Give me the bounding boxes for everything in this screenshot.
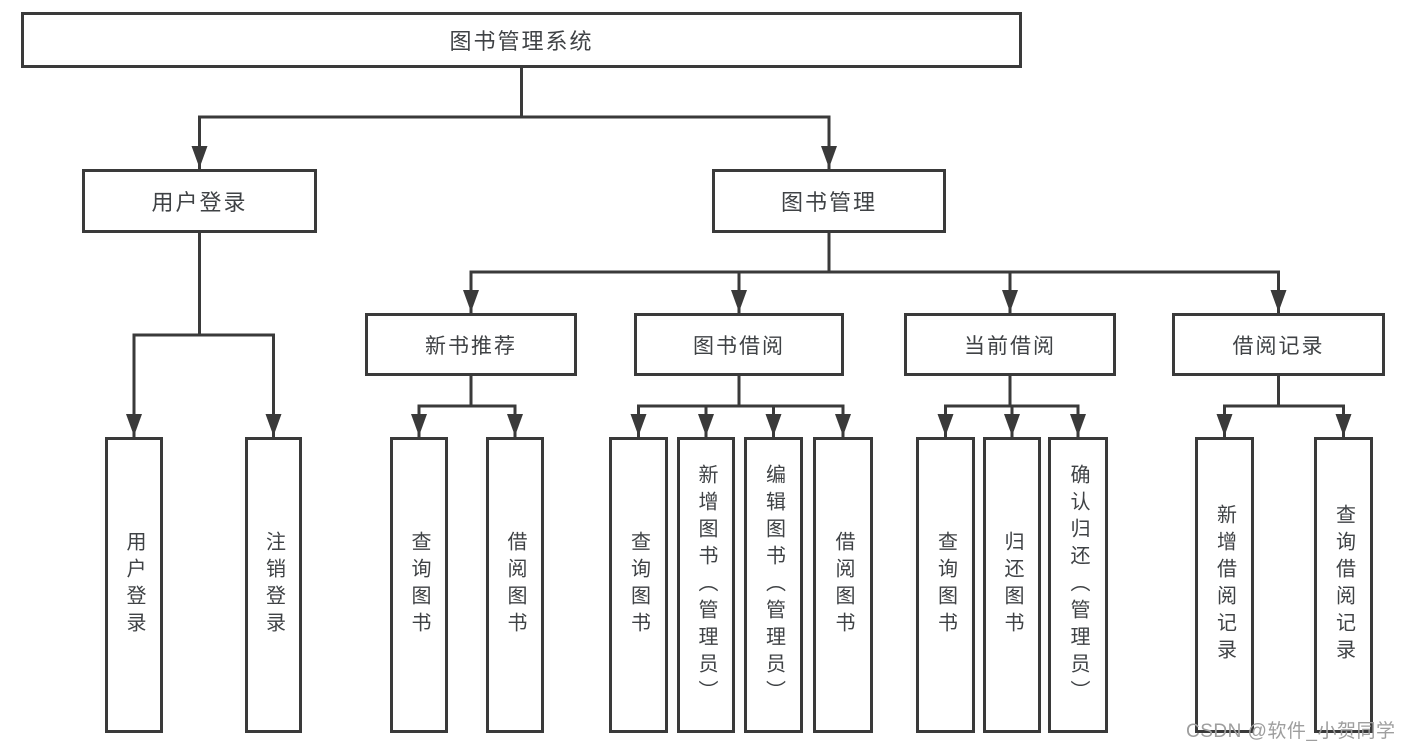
node-book-borrow: 图书借阅	[634, 313, 844, 376]
leaf-bb-add-books-admin-label: 新增图书（管理员）	[695, 463, 717, 707]
leaf-br-add-record: 新增借阅记录	[1195, 437, 1254, 733]
leaf-logout-label: 注销登录	[262, 531, 285, 639]
leaf-cb-query-books: 查询图书	[916, 437, 975, 733]
connector-current-borrow	[937, 374, 1086, 438]
csdn-watermark: CSDN @软件_小贺同学	[1186, 721, 1396, 742]
node-current-borrow-label: 当前借阅	[964, 334, 1056, 358]
node-user-login: 用户登录	[82, 169, 317, 233]
leaf-logout: 注销登录	[245, 437, 302, 733]
connector-book-management	[463, 231, 1287, 314]
leaf-cb-confirm-return-admin-label: 确认归还（管理员）	[1067, 463, 1089, 707]
leaf-br-add-record-label: 新增借阅记录	[1213, 504, 1236, 666]
leaf-br-query-record: 查询借阅记录	[1314, 437, 1373, 733]
leaf-bb-edit-books-admin: 编辑图书（管理员）	[744, 437, 803, 733]
leaf-cb-query-books-label: 查询图书	[934, 531, 957, 639]
node-new-book-recommend: 新书推荐	[365, 313, 577, 376]
leaf-nbr-borrow-books-label: 借阅图书	[504, 531, 526, 639]
leaf-bb-borrow-books: 借阅图书	[813, 437, 873, 733]
node-current-borrow: 当前借阅	[904, 313, 1116, 376]
node-borrow-records-label: 借阅记录	[1232, 334, 1325, 358]
leaf-cb-return-books: 归还图书	[983, 437, 1041, 733]
node-book-borrow-label: 图书借阅	[693, 334, 785, 358]
node-root: 图书管理系统	[21, 12, 1022, 68]
leaf-bb-borrow-books-label: 借阅图书	[832, 531, 854, 639]
connector-root	[191, 66, 837, 170]
connector-book-borrow	[630, 374, 851, 438]
node-root-label: 图书管理系统	[449, 29, 594, 54]
leaf-nbr-query-books-label: 查询图书	[408, 531, 430, 639]
leaf-nbr-query-books: 查询图书	[390, 437, 448, 733]
node-book-management-label: 图书管理	[780, 190, 877, 215]
leaf-cb-return-books-label: 归还图书	[1001, 531, 1023, 639]
connector-user-login	[126, 231, 282, 438]
leaf-cb-confirm-return-admin: 确认归还（管理员）	[1048, 437, 1108, 733]
leaf-nbr-borrow-books: 借阅图书	[486, 437, 544, 733]
node-new-book-recommend-label: 新书推荐	[425, 334, 517, 358]
leaf-bb-edit-books-admin-label: 编辑图书（管理员）	[762, 463, 785, 707]
leaf-bb-query-books: 查询图书	[609, 437, 668, 733]
leaf-bb-add-books-admin: 新增图书（管理员）	[677, 437, 735, 733]
node-user-login-label: 用户登录	[151, 190, 248, 215]
leaf-user-login-label: 用户登录	[123, 531, 145, 639]
connector-borrow-records	[1216, 374, 1352, 438]
leaf-bb-query-books-label: 查询图书	[627, 531, 650, 639]
leaf-br-query-record-label: 查询借阅记录	[1332, 504, 1355, 666]
leaf-user-login: 用户登录	[105, 437, 163, 733]
connector-new-book-recommend	[411, 374, 523, 438]
node-book-management: 图书管理	[712, 169, 946, 233]
node-borrow-records: 借阅记录	[1172, 313, 1385, 376]
